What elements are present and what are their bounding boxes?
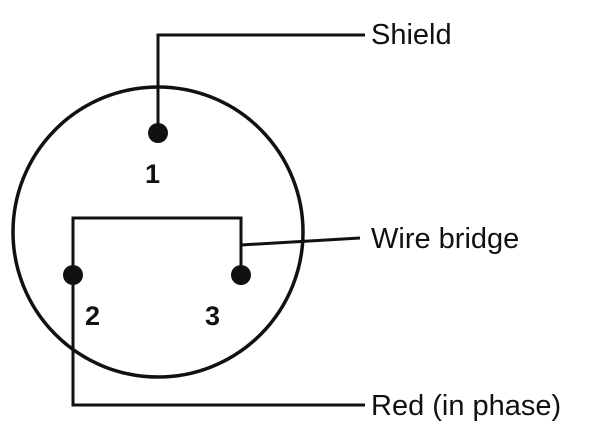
- pin-1-number: 1: [145, 159, 160, 189]
- pin-3-number: 3: [205, 301, 220, 331]
- pin-2: [63, 265, 83, 285]
- red-wire: [71, 275, 365, 407]
- wire-bridge: [71, 216, 243, 275]
- wire-bridge-lead: [240, 236, 361, 247]
- pin-2-number: 2: [85, 301, 100, 331]
- pin-1: [148, 123, 168, 143]
- shield-wire: [156, 33, 365, 133]
- red-in-phase-label: Red (in phase): [371, 390, 561, 422]
- pin-3: [231, 265, 251, 285]
- wire-bridge-label: Wire bridge: [371, 223, 519, 255]
- shield-label: Shield: [371, 19, 452, 51]
